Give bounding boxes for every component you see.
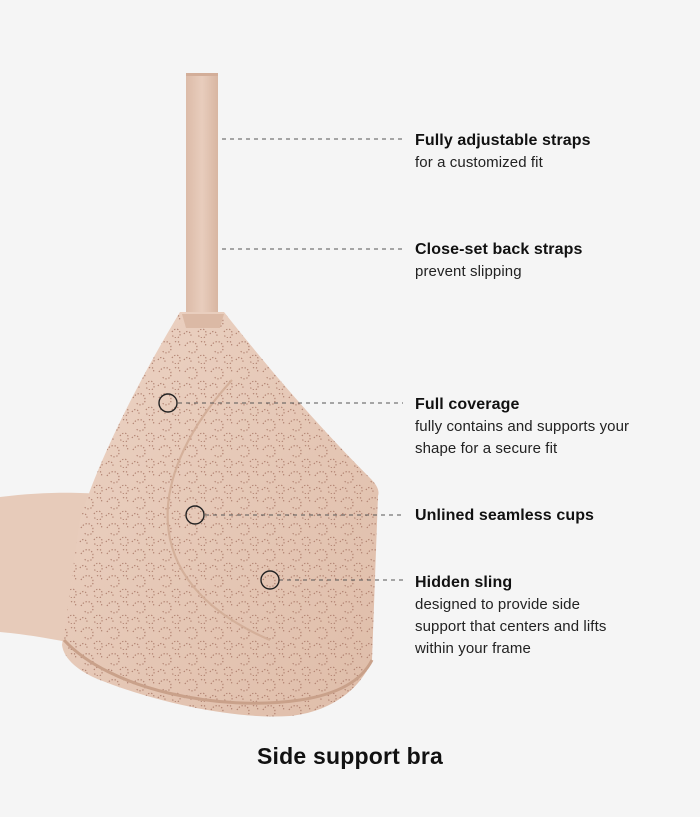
feature-adjustable-straps: Fully adjustable straps for a customized…: [415, 130, 695, 174]
feature-full-coverage: Full coverage fully contains and support…: [415, 394, 645, 460]
feature-title: Close-set back straps: [415, 241, 583, 258]
feature-title: Fully adjustable straps: [415, 132, 591, 149]
feature-title: Full coverage: [415, 396, 520, 413]
feature-description: fully contains and supports your shape f…: [415, 418, 630, 457]
product-caption: Side support bra: [257, 743, 443, 769]
feature-hidden-sling: Hidden sling designed to provide side su…: [415, 572, 625, 660]
feature-description: designed to provide side support that ce…: [415, 596, 607, 657]
strap: [186, 73, 218, 318]
feature-seamless-cups: Unlined seamless cups: [415, 505, 695, 527]
feature-back-straps: Close-set back straps prevent slipping: [415, 239, 695, 283]
feature-title: Hidden sling: [415, 574, 513, 591]
feature-title: Unlined seamless cups: [415, 507, 595, 524]
feature-description: for a customized fit: [415, 154, 543, 171]
circle-marker-icon: [158, 393, 178, 413]
circle-marker-icon: [185, 505, 205, 525]
circle-marker-icon: [260, 570, 280, 590]
feature-description: prevent slipping: [415, 263, 522, 280]
